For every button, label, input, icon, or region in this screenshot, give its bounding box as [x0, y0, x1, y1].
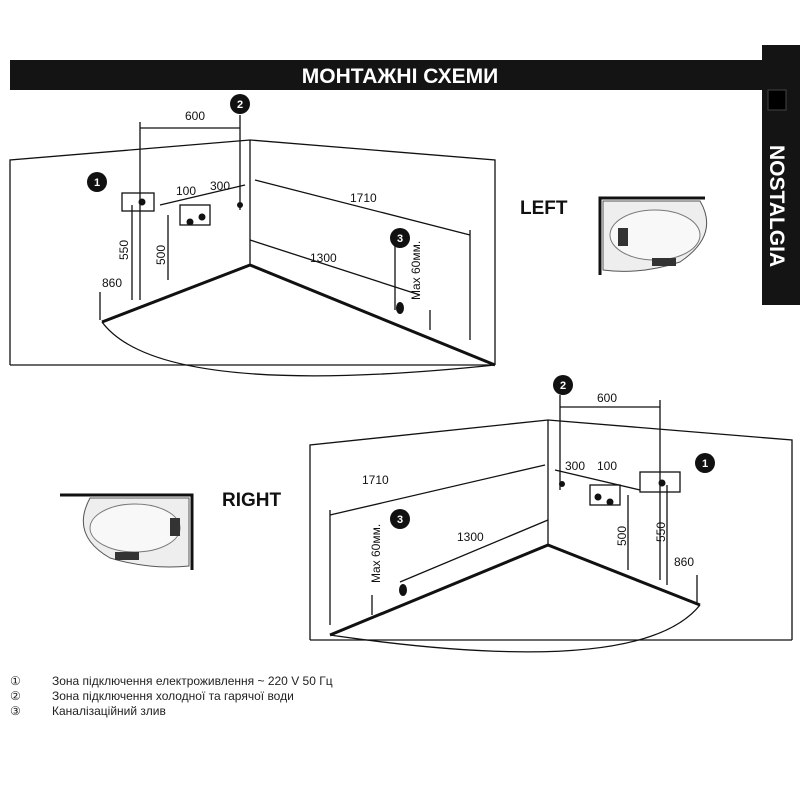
dim-860: 860 [102, 276, 122, 290]
legend-mark: ③ [10, 704, 21, 718]
dim-1710: 1710 [362, 473, 389, 487]
dim-300: 300 [565, 459, 585, 473]
right-fittings [399, 479, 666, 596]
svg-text:2: 2 [560, 380, 566, 392]
page-title: МОНТАЖНІ СХЕМИ [302, 65, 498, 88]
brand-name: NOSTALGIA [765, 145, 788, 267]
legend-text: Зона підключення електроживлення ~ 220 V… [52, 674, 333, 688]
left-tub-thumbnail [598, 196, 708, 275]
legend-mark: ② [10, 689, 21, 703]
legend-item: ① Зона підключення електроживлення ~ 220 … [10, 674, 333, 689]
dim-500: 500 [615, 526, 629, 546]
left-label: LEFT [520, 198, 568, 219]
dim-600: 600 [185, 109, 205, 123]
legend-mark: ① [10, 674, 21, 688]
dim-600: 600 [597, 391, 617, 405]
dim-500: 500 [154, 245, 168, 265]
dim-550: 550 [654, 522, 668, 542]
dim-550: 550 [117, 240, 131, 260]
legend-item: ② Зона підключення холодної та гарячої во… [10, 689, 333, 704]
svg-text:1: 1 [702, 458, 708, 470]
dim-300: 300 [210, 179, 230, 193]
right-label: RIGHT [222, 490, 282, 511]
dim-max-60: Max 60мм. [369, 524, 383, 583]
svg-text:2: 2 [237, 99, 243, 111]
right-marker-3: 3 [390, 509, 410, 529]
right-marker-1: 1 [695, 453, 715, 473]
brand-square [767, 89, 787, 111]
dim-100: 100 [597, 459, 617, 473]
brand-bar [762, 45, 800, 305]
left-fittings [138, 198, 404, 314]
dim-1300: 1300 [457, 530, 484, 544]
left-marker-1: 1 [87, 172, 107, 192]
legend-text: Каналізаційний злив [52, 704, 166, 718]
dim-max-60: Max 60мм. [409, 241, 423, 300]
left-marker-3: 3 [390, 228, 410, 248]
left-room [9, 115, 496, 377]
right-marker-2: 2 [553, 375, 573, 395]
dim-100: 100 [176, 184, 196, 198]
svg-text:3: 3 [397, 514, 403, 526]
legend-text: Зона підключення холодної та гарячої вод… [52, 689, 294, 703]
right-tub-thumbnail [60, 493, 194, 570]
right-room [309, 395, 793, 653]
legend-item: ③ Каналізаційний злив [10, 704, 333, 719]
left-marker-2: 2 [230, 94, 250, 114]
header-bar [10, 60, 762, 90]
dim-860: 860 [674, 555, 694, 569]
svg-text:3: 3 [397, 233, 403, 245]
legend: ① Зона підключення електроживлення ~ 220 … [10, 674, 333, 719]
dim-1710: 1710 [350, 191, 377, 205]
dim-1300: 1300 [310, 251, 337, 265]
svg-text:1: 1 [94, 177, 100, 189]
